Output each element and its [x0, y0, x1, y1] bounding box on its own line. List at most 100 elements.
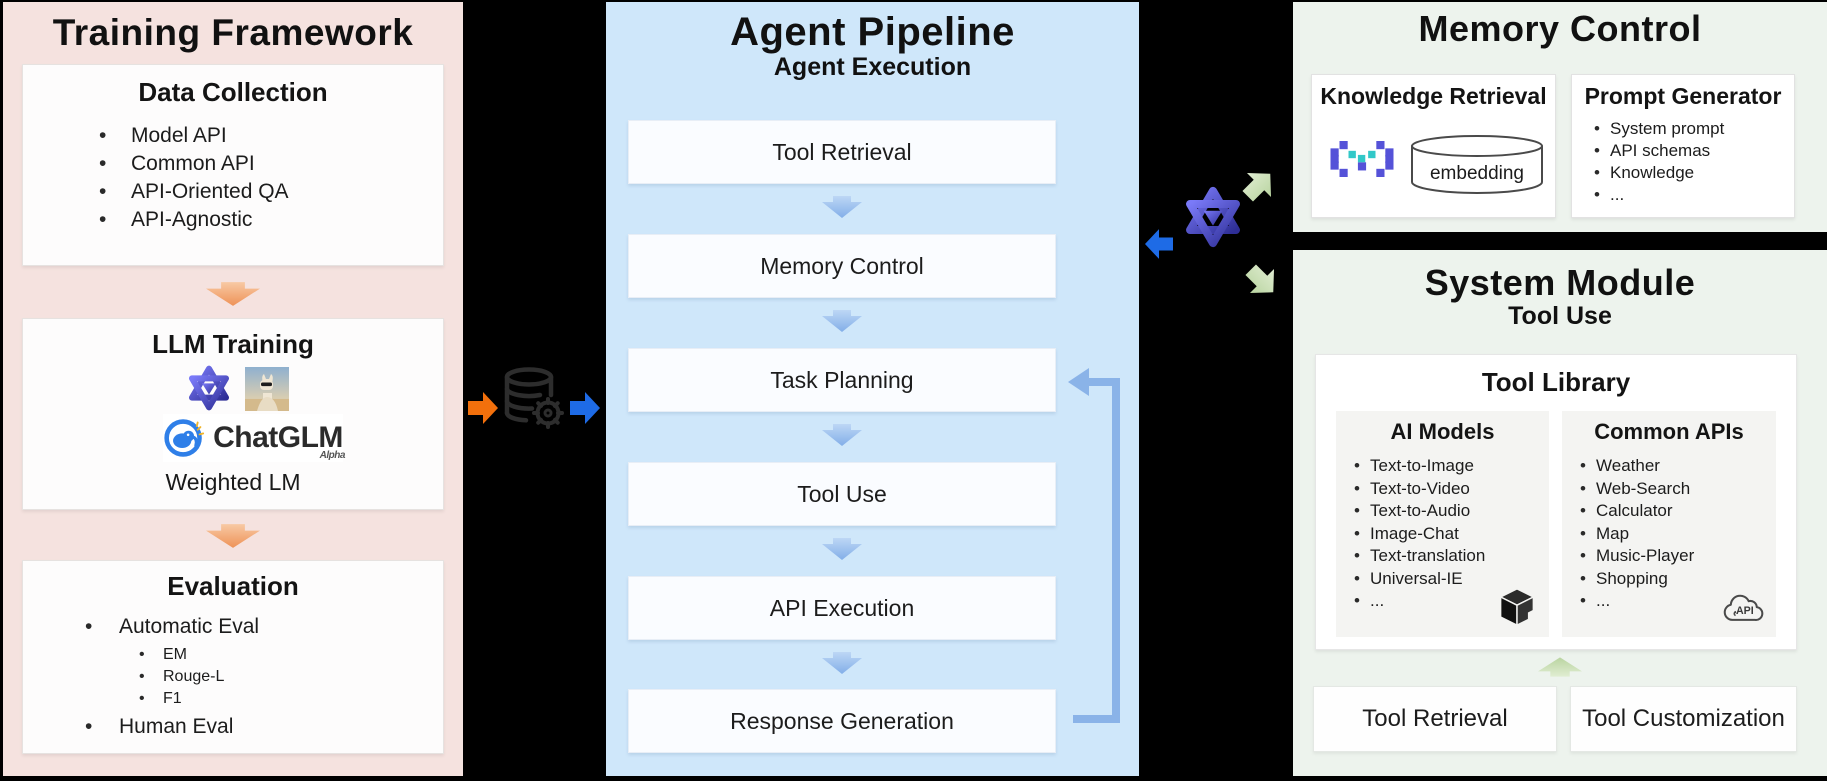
down-arrow-icon [206, 524, 260, 548]
data-collection-title: Data Collection [138, 77, 328, 107]
list-item: Image-Chat [1354, 523, 1549, 546]
pipeline-step-api-execution: API Execution [628, 576, 1056, 640]
tool-customization-box: Tool Customization [1570, 686, 1797, 752]
loop-line-top [1089, 378, 1120, 386]
vector-db-pixel-icon [1330, 141, 1394, 177]
data-collection-list: Model API Common API API-Oriented QA API… [99, 122, 443, 234]
list-item: Text-to-Audio [1354, 500, 1549, 523]
agent-execution-subtitle: Agent Execution [773, 53, 972, 81]
agent-pipeline-panel: Agent Pipeline Agent Execution Tool Retr… [606, 2, 1139, 776]
down-arrow-icon [822, 652, 862, 674]
loop-arrowhead-icon [1068, 368, 1089, 396]
knowledge-retrieval-title: Knowledge Retrieval [1320, 83, 1547, 109]
list-item: Shopping [1580, 568, 1776, 591]
list-item: Model API [99, 122, 443, 150]
ai-models-box: AI Models Text-to-Image Text-to-Video Te… [1336, 411, 1549, 637]
ai-models-list: Text-to-Image Text-to-Video Text-to-Audi… [1354, 455, 1549, 613]
list-item: System prompt [1594, 118, 1794, 140]
list-item: Weather [1580, 455, 1776, 478]
tool-library-title: Tool Library [1481, 367, 1631, 397]
chatglm-elephant-icon [164, 419, 205, 457]
list-item: API-Agnostic [99, 206, 443, 234]
green-down-right-arrow-icon [1245, 264, 1275, 294]
green-up-arrow-icon [1538, 657, 1582, 677]
pipeline-step-tool-retrieval: Tool Retrieval [628, 120, 1056, 184]
data-collection-box: Data Collection Model API Common API API… [22, 64, 444, 266]
api-cloud-icon: API [1723, 594, 1764, 621]
common-apis-title: Common APIs [1594, 419, 1744, 444]
list-item: Rouge-L [139, 666, 443, 688]
cube-icon [1499, 588, 1535, 627]
embedding-cylinder-icon: embedding [1411, 135, 1543, 194]
memory-control-panel: Memory Control Knowledge Retrieval [1293, 2, 1827, 232]
blue-left-arrow-icon [1145, 229, 1173, 259]
list-item: Universal-IE [1354, 568, 1549, 591]
evaluation-sub-list: EM Rouge-L F1 [139, 644, 443, 710]
llm-training-box: LLM Training [22, 318, 444, 510]
glm-hexagram-icon [1186, 186, 1240, 248]
prompt-generator-box: Prompt Generator System prompt API schem… [1571, 74, 1795, 218]
list-item: ... [1594, 184, 1794, 206]
down-arrow-icon [206, 282, 260, 306]
list-item: F1 [139, 688, 443, 710]
down-arrow-icon [822, 538, 862, 560]
knowledge-retrieval-box: Knowledge Retrieval embedding [1311, 74, 1556, 218]
svg-text:embedding: embedding [1430, 163, 1524, 184]
list-item: EM [139, 644, 443, 666]
pipeline-step-response-generation: Response Generation [628, 689, 1056, 753]
evaluation-list-2: Human Eval [85, 712, 443, 742]
list-item: Web-Search [1580, 478, 1776, 501]
llm-training-title: LLM Training [152, 329, 314, 359]
list-item: API-Oriented QA [99, 178, 443, 206]
list-item: Text-to-Image [1354, 455, 1549, 478]
list-item: Text-to-Video [1354, 478, 1549, 501]
list-item: Human Eval [85, 712, 443, 742]
pipeline-step-tool-use: Tool Use [628, 462, 1056, 526]
down-arrow-icon [822, 196, 862, 218]
down-arrow-icon [822, 424, 862, 446]
list-item: ... [1354, 590, 1549, 613]
prompt-generator-list: System prompt API schemas Knowledge ... [1594, 118, 1794, 206]
list-item: Knowledge [1594, 162, 1794, 184]
tool-retrieval-box: Tool Retrieval [1313, 686, 1557, 752]
blue-right-arrow-icon [570, 392, 600, 424]
agent-pipeline-title: Agent Pipeline [730, 10, 1015, 54]
loop-line-right [1112, 378, 1120, 723]
weighted-lm-label: Weighted LM [165, 469, 301, 495]
database-gear-icon [504, 367, 564, 429]
training-framework-panel: Training Framework Data Collection Model… [3, 2, 463, 776]
chatglm-variant-label: Alpha [319, 450, 346, 461]
list-item: API schemas [1594, 140, 1794, 162]
list-item: Map [1580, 523, 1776, 546]
svg-text:API: API [1736, 605, 1754, 617]
tool-use-subtitle: Tool Use [1508, 302, 1612, 330]
list-item: Common API [99, 150, 443, 178]
pipeline-step-task-planning: Task Planning [628, 348, 1056, 412]
llama-image [245, 367, 289, 411]
tool-library-box: Tool Library AI Models Text-to-Image Tex… [1315, 354, 1797, 650]
evaluation-title: Evaluation [167, 571, 299, 601]
list-item: Automatic Eval [85, 612, 443, 642]
evaluation-list: Automatic Eval [85, 612, 443, 642]
system-module-panel: System Module Tool Use Tool Library AI M… [1293, 250, 1827, 776]
common-apis-box: Common APIs Weather Web-Search Calculato… [1562, 411, 1776, 637]
system-module-title: System Module [1424, 262, 1696, 303]
list-item: Calculator [1580, 500, 1776, 523]
orange-right-arrow-icon [468, 392, 498, 424]
list-item: Music-Player [1580, 545, 1776, 568]
training-framework-title: Training Framework [52, 12, 414, 53]
memory-control-title: Memory Control [1418, 8, 1702, 49]
prompt-generator-title: Prompt Generator [1584, 83, 1782, 109]
loop-line-bottom [1073, 715, 1120, 723]
common-apis-list: Weather Web-Search Calculator Map Music-… [1580, 455, 1776, 613]
down-arrow-icon [822, 310, 862, 332]
ai-models-title: AI Models [1390, 419, 1495, 444]
evaluation-box: Evaluation Automatic Eval EM Rouge-L F1 … [22, 560, 444, 754]
glm-hexagram-icon [188, 365, 230, 411]
list-item: Text-translation [1354, 545, 1549, 568]
list-item: ... [1580, 590, 1776, 613]
green-up-right-arrow-icon [1242, 172, 1272, 202]
